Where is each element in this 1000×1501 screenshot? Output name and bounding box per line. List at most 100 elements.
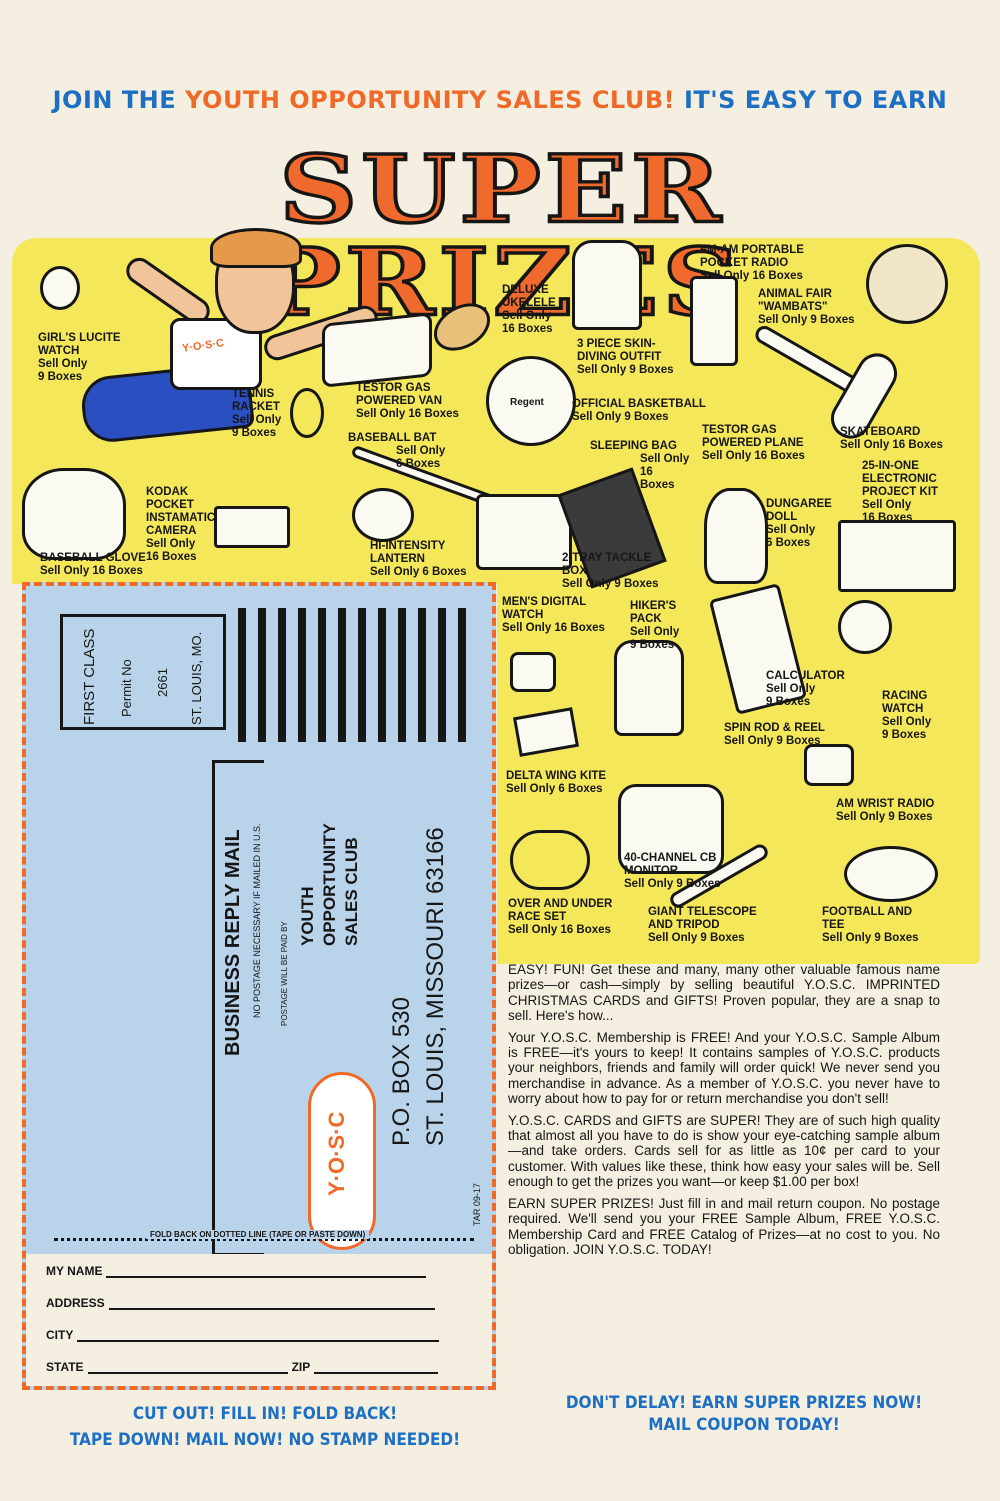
character-shirt (170, 318, 262, 390)
project-kit-icon (838, 520, 956, 592)
call-to-action: DON'T DELAY! EARN SUPER PRIZES NOW! MAIL… (546, 1392, 942, 1436)
coupon-instructions-2: TAPE DOWN! MAIL NOW! NO STAMP NEEDED! (69, 1430, 461, 1450)
headline-club-name: YOUTH OPPORTUNITY SALES CLUB! (185, 86, 676, 114)
lantern-icon (352, 488, 414, 542)
glove-icon (22, 468, 126, 560)
permit-first-class: FIRST CLASS (81, 628, 98, 725)
form-row-city: CITY (46, 1328, 440, 1342)
address-line-1: P.O. BOX 530 (388, 997, 415, 1146)
reply-coupon[interactable]: FIRST CLASS Permit No 2661 ST. LOUIS, MO… (22, 582, 496, 1390)
copy-paragraph-1: EASY! FUN! Get these and many, many othe… (508, 962, 940, 1024)
wambat-icon (866, 244, 948, 324)
yosc-logo (308, 1072, 376, 1250)
watch-icon (40, 266, 80, 310)
wrist-radio-icon (804, 744, 854, 786)
basketball-icon (486, 356, 576, 446)
form-label-address: ADDRESS (46, 1296, 105, 1310)
copy-paragraph-4: EARN SUPER PRIZES! Just fill in and mail… (508, 1195, 940, 1257)
doll-icon (704, 488, 768, 584)
club-name-line-2: OPPORTUNITY (320, 823, 339, 946)
yosc-logo-text: Y·O·S·C (324, 1111, 349, 1196)
state-field[interactable] (87, 1360, 288, 1374)
form-label-zip: ZIP (291, 1360, 311, 1374)
flippers-icon (572, 240, 642, 330)
racing-watch-icon (838, 600, 892, 654)
headline-part-1: JOIN THE (52, 86, 186, 114)
coupon-instructions-1: CUT OUT! FILL IN! FOLD BACK! (132, 1404, 398, 1424)
city-field[interactable] (77, 1328, 440, 1342)
cb-monitor-icon (618, 784, 724, 874)
prize-wambats: ANIMAL FAIR "WAMBATS"Sell Only 9 Boxes (758, 288, 855, 326)
address-line-2: ST. LOUIS, MISSOURI 63166 (422, 827, 449, 1146)
race-set-icon (510, 830, 590, 890)
name-field[interactable] (106, 1264, 427, 1278)
radio-icon (690, 276, 738, 366)
copy-paragraph-2: Your Y.O.S.C. Membership is FREE! And yo… (508, 1029, 940, 1107)
form-label-state: STATE (46, 1360, 84, 1374)
permit-number: 2661 (155, 668, 170, 697)
zip-field[interactable] (314, 1360, 439, 1374)
business-reply-title: BUSINESS REPLY MAIL (222, 829, 244, 1056)
headline: JOIN THE YOUTH OPPORTUNITY SALES CLUB! I… (0, 86, 1000, 114)
fold-line (54, 1238, 474, 1241)
permit-box: FIRST CLASS Permit No 2661 ST. LOUIS, MO… (60, 614, 226, 730)
tackle-box-icon (476, 494, 572, 570)
permit-label: Permit No (119, 659, 134, 717)
digital-watch-icon (510, 652, 556, 692)
copy-paragraph-3: Y.O.S.C. CARDS and GIFTS are SUPER! They… (508, 1112, 940, 1190)
permit-city: ST. LOUIS, MO. (189, 631, 204, 725)
van-icon (322, 312, 432, 388)
headline-part-3: IT'S EASY TO EARN (675, 86, 948, 114)
character-hair (210, 228, 302, 268)
form-label-city: CITY (46, 1328, 74, 1342)
form-row-state-zip: STATE ZIP (46, 1360, 439, 1374)
cta-line-1: DON'T DELAY! EARN SUPER PRIZES NOW! (565, 1393, 923, 1413)
postage-paid-by: POSTAGE WILL BE PAID BY (280, 921, 289, 1026)
club-name-line-1: YOUTH (298, 886, 317, 947)
form-label-name: MY NAME (46, 1264, 103, 1278)
form-row-address: ADDRESS (46, 1296, 435, 1310)
postal-bars (238, 608, 488, 742)
coupon-form: MY NAME ADDRESS CITY STATE ZIP (26, 1254, 492, 1386)
backpack-icon (614, 640, 684, 736)
cta-line-2: MAIL COUPON TODAY! (648, 1415, 840, 1435)
fold-instructions: FOLD BACK ON DOTTED LINE (TAPE OR PASTE … (146, 1230, 370, 1239)
camera-icon (214, 506, 290, 548)
no-postage-note: NO POSTAGE NECESSARY IF MAILED IN U.S. (252, 823, 262, 1018)
football-icon (844, 846, 938, 902)
address-field[interactable] (108, 1296, 435, 1310)
club-name-line-3: SALES CLUB (342, 837, 361, 946)
ad-body-copy: EASY! FUN! Get these and many, many othe… (508, 962, 940, 1263)
racket-icon (290, 388, 324, 438)
coupon-code: TAR 09-17 (472, 1183, 482, 1226)
form-row-name: MY NAME (46, 1264, 427, 1278)
